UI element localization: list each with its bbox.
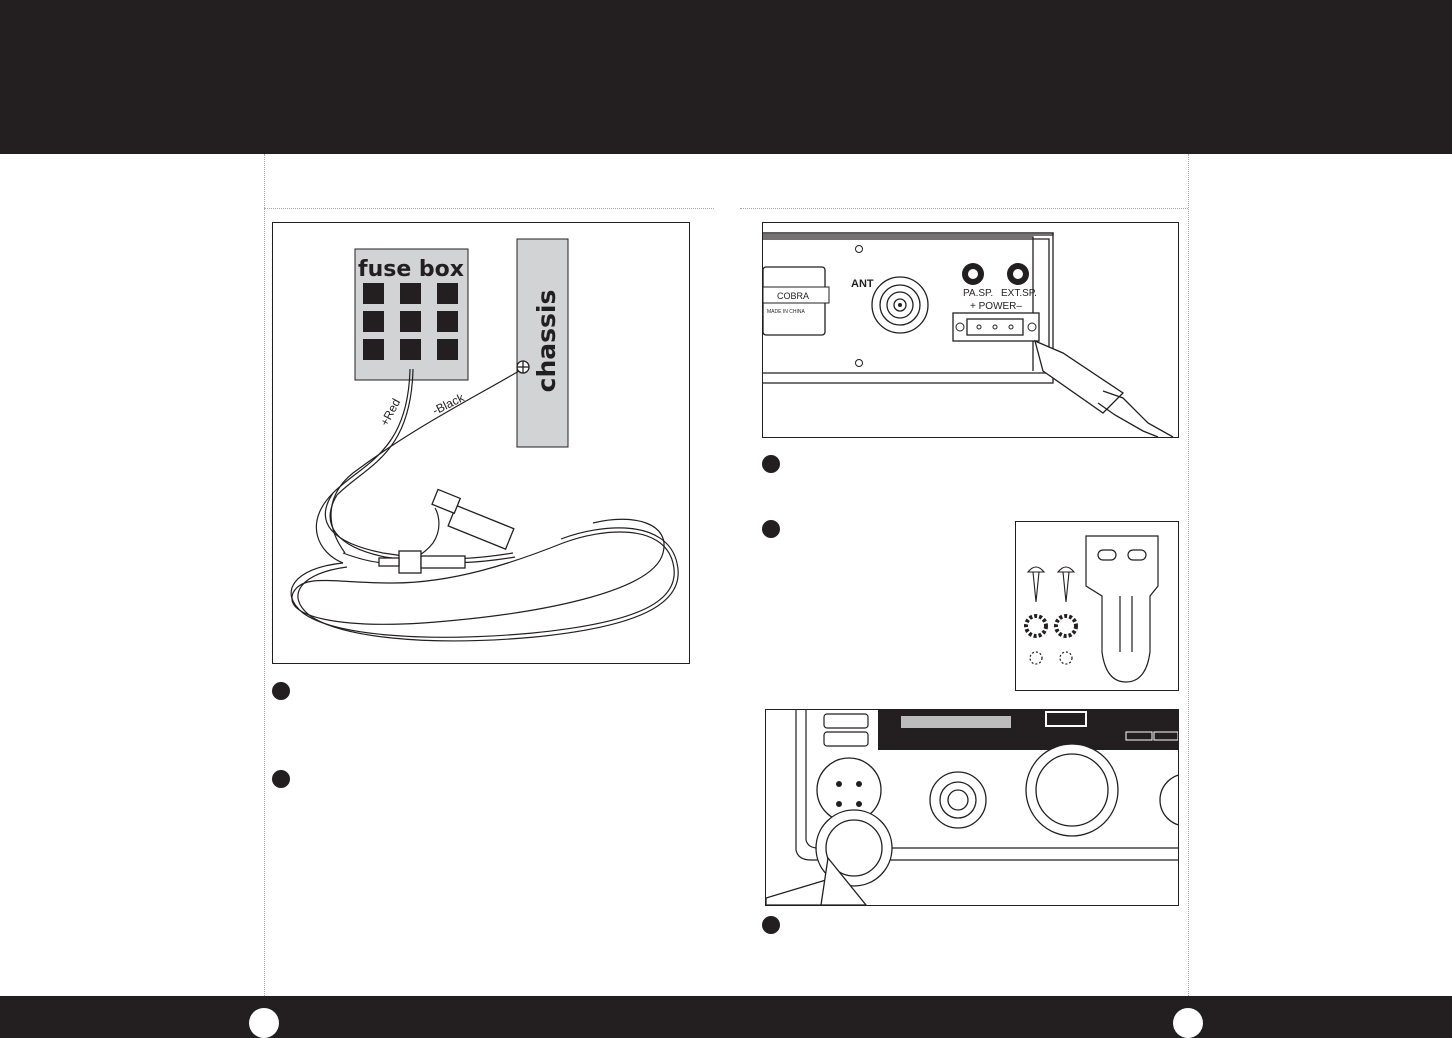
antenna-connector-icon <box>871 276 929 334</box>
step-bullet-4 <box>762 520 780 538</box>
step-bullet-5 <box>762 916 780 934</box>
rear-panel-illustration: COBRA MADE IN CHINA ANT PA.SP. EXT.SP. +… <box>762 222 1179 438</box>
pa-sp-label: PA.SP. <box>963 288 993 299</box>
top-black-bar <box>0 0 1452 154</box>
wiring-diagram: fuse box chassis <box>272 222 690 664</box>
black-wire-label: -Black <box>430 390 467 418</box>
step-bullet-1 <box>272 682 290 700</box>
fuse-holder-icon <box>378 550 466 574</box>
left-margin-guide <box>264 154 265 996</box>
power-label: + POWER– <box>970 301 1022 312</box>
small-knob-icon <box>929 771 987 829</box>
step-bullet-3 <box>762 455 780 473</box>
display-window <box>878 710 1178 750</box>
ext-sp-label: EXT.SP. <box>1001 288 1037 299</box>
label-brand: COBRA <box>777 291 809 301</box>
pa-speaker-jack-icon <box>962 263 984 285</box>
power-plug-icon <box>1034 339 1174 437</box>
channel-knob-icon <box>1025 743 1119 837</box>
serial-label: COBRA MADE IN CHINA <box>763 286 830 315</box>
power-plug-icon <box>431 488 515 550</box>
mounting-hardware-illustration <box>1015 521 1179 691</box>
step-bullet-2 <box>272 770 290 788</box>
ground-screw-icon <box>516 360 530 374</box>
right-column-rule <box>740 208 1188 209</box>
page-number-circle-left <box>249 1008 279 1038</box>
screw-icon <box>1026 566 1076 603</box>
bottom-black-bar <box>0 996 1452 1038</box>
right-knob-icon <box>1159 774 1178 826</box>
label-made-in: MADE IN CHINA <box>767 309 805 315</box>
front-panel-illustration <box>765 709 1179 906</box>
microphone-plug-icon <box>766 809 893 905</box>
left-column-rule <box>264 208 714 209</box>
lock-washer-icon <box>1024 614 1078 638</box>
fuse-box: fuse box <box>354 248 469 381</box>
chassis: chassis <box>516 238 569 448</box>
fuse-box-label: fuse box <box>358 257 464 282</box>
chassis-label: chassis <box>532 290 561 393</box>
right-margin-guide <box>1188 154 1189 996</box>
power-socket-icon <box>952 312 1040 342</box>
ant-label: ANT <box>851 278 874 290</box>
mounting-bracket-icon <box>1085 535 1159 683</box>
page-number-circle-right <box>1173 1008 1203 1038</box>
flat-washer-icon <box>1029 651 1073 665</box>
ext-speaker-jack-icon <box>1007 263 1029 285</box>
